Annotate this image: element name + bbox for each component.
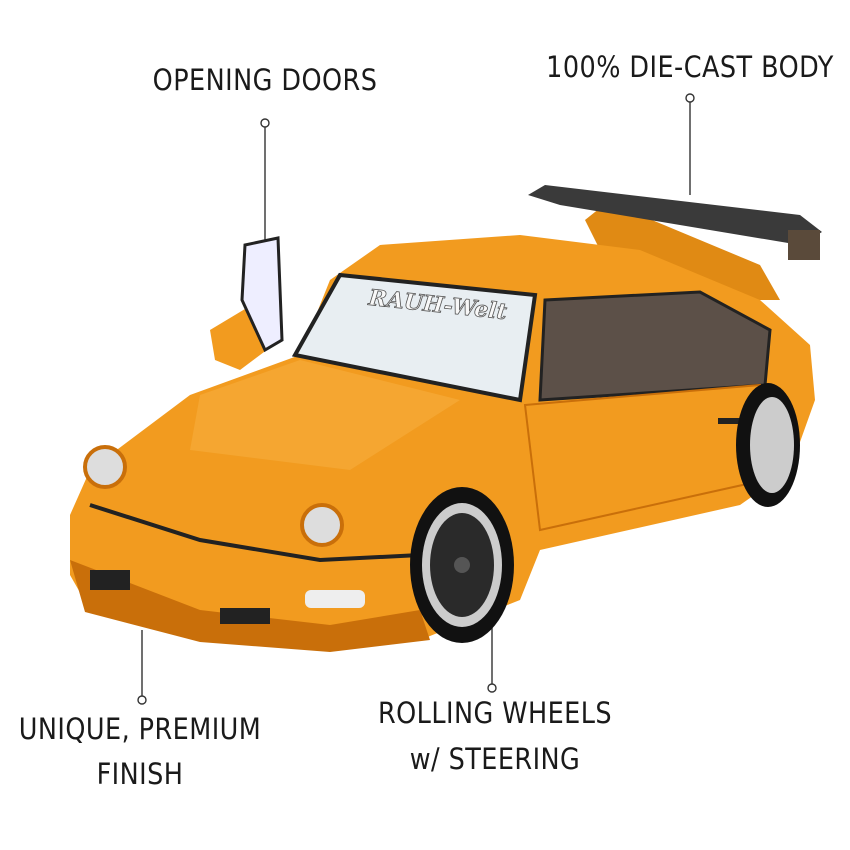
callout-wheels-line1: ROLLING WHEELS — [377, 696, 612, 730]
headlight — [300, 503, 344, 547]
side-window — [538, 290, 772, 402]
callout-die-cast-body: 100% DIE-CAST BODY — [546, 50, 834, 84]
callout-wheels-line2: w/ STEERING — [409, 742, 581, 776]
headlight — [83, 445, 127, 489]
rear-wheel — [736, 383, 800, 507]
callout-finish-line2: FINISH — [96, 757, 184, 791]
front-wheel — [410, 487, 514, 643]
callout-finish-line1: UNIQUE, PREMIUM — [18, 712, 262, 746]
union-jack-decal — [788, 230, 820, 260]
callout-opening-doors: OPENING DOORS — [152, 63, 378, 97]
left-door-window — [240, 236, 284, 353]
callout-leaders — [137, 93, 695, 705]
windshield — [291, 272, 538, 403]
car-body — [70, 235, 815, 652]
rear-wing — [528, 185, 822, 300]
